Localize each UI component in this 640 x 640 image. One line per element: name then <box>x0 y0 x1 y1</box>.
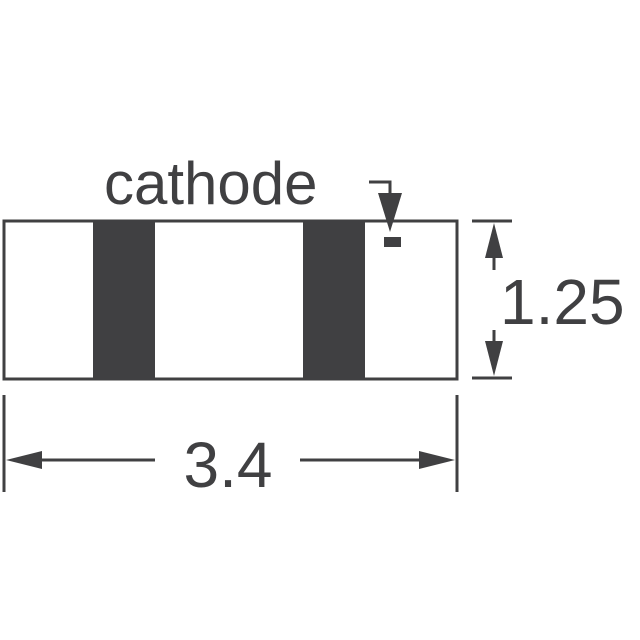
cathode-mark <box>384 237 401 247</box>
cathode-label: cathode <box>104 150 318 217</box>
height-arrow-up <box>485 223 503 258</box>
width-arrow-right <box>419 451 455 469</box>
width-arrow-left <box>6 451 42 469</box>
cathode-arrowhead <box>378 193 402 232</box>
left-band <box>93 221 155 379</box>
right-band <box>303 221 365 379</box>
width-dimension <box>2 395 459 492</box>
height-label: 1.25 <box>500 266 625 338</box>
width-label: 3.4 <box>184 429 273 501</box>
component-body <box>2 219 459 381</box>
height-arrow-down <box>485 341 503 376</box>
